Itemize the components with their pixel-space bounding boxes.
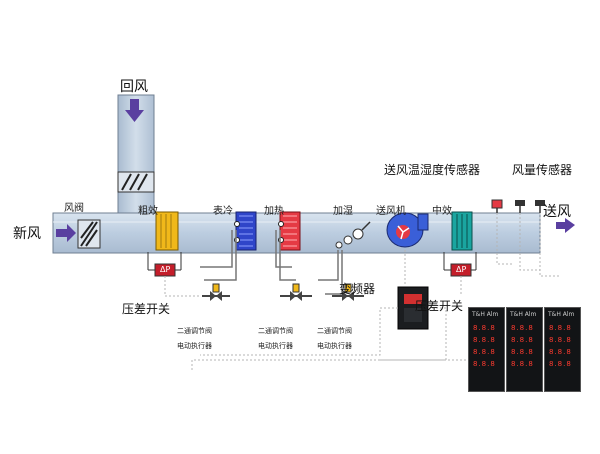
section-label-cooling: 表冷 [213, 206, 233, 217]
controller-readout: 8.8.8 [511, 324, 534, 332]
controller-header: T&H Alm [548, 311, 575, 318]
valve-1-icon [202, 283, 230, 301]
coarse-filter-icon [155, 211, 179, 251]
section-label-coarse-filter: 粗效 [138, 206, 158, 217]
section-label-medium-filter: 中效 [432, 206, 452, 217]
fresh-damper-icon [77, 219, 101, 249]
vfd-label: 变频器 [339, 282, 376, 296]
section-label-supply-fan: 送风机 [376, 206, 406, 217]
temp-humidity-sensor-label: 送风温湿度传感器 [384, 163, 481, 177]
controller-readout: 8.8.8 [473, 348, 496, 356]
cooling-coil-icon [234, 211, 257, 251]
airflow-sensor-label: 风量传感器 [512, 163, 573, 177]
valve-caption-3: 二通调节阀 电动执行器 [317, 326, 352, 351]
signal-wiring [164, 213, 560, 372]
controller-readout: 8.8.8 [473, 324, 496, 332]
pressure-switch-label-2: 压差开关 [415, 299, 464, 313]
hot-water-pipe [275, 230, 296, 281]
valve-caption-2: 二通调节阀 电动执行器 [258, 326, 293, 351]
return-air-label: 回风 [120, 79, 148, 95]
valve-caption-line1: 二通调节阀 [177, 327, 212, 335]
controller-readout: 8.8.8 [473, 360, 496, 368]
valve-caption-1: 二通调节阀 电动执行器 [177, 326, 212, 351]
valve-caption-line1: 二通调节阀 [258, 327, 293, 335]
controller-readout: 8.8.8 [511, 348, 534, 356]
controller-header: T&H Alm [510, 311, 537, 318]
airflow-sensor-icon [515, 200, 545, 213]
controller-header: T&H Alm [472, 311, 499, 318]
controller-readout: 8.8.8 [549, 360, 572, 368]
chilled-water-pipe [200, 230, 237, 281]
valve-caption-line1: 二通调节阀 [317, 327, 352, 335]
pressure-gauge-1-icon [147, 252, 182, 277]
valve-caption-line2: 电动执行器 [258, 342, 293, 350]
humidifier-icon [335, 221, 371, 249]
fresh-air-arrow [56, 224, 76, 242]
supply-air-label: 送风 [543, 204, 571, 220]
valve-caption-line2: 电动执行器 [177, 342, 212, 350]
controller-panel-2: T&H Alm 8.8.8 8.8.8 8.8.8 8.8.8 [506, 307, 543, 392]
section-label-humidifier: 加湿 [333, 206, 353, 217]
valve-caption-line2: 电动执行器 [317, 342, 352, 350]
controller-readout: 8.8.8 [473, 336, 496, 344]
controller-panel-1: T&H Alm 8.8.8 8.8.8 8.8.8 8.8.8 [468, 307, 505, 392]
supply-air-arrow [556, 218, 575, 233]
dp-gauge-label-2: ΔP [456, 265, 467, 274]
return-damper-icon [117, 171, 155, 193]
supply-fan-icon [386, 212, 429, 248]
section-label-damper: 风阀 [64, 203, 84, 214]
controller-readout: 8.8.8 [549, 348, 572, 356]
dp-gauge-label-1: ΔP [160, 265, 171, 274]
controller-readout: 8.8.8 [511, 360, 534, 368]
valve-2-icon [280, 283, 312, 301]
temp-humidity-sensor-icon [491, 199, 503, 213]
controller-readout: 8.8.8 [549, 336, 572, 344]
controller-readout: 8.8.8 [511, 336, 534, 344]
pressure-gauge-2-icon [443, 252, 477, 277]
medium-filter-icon [451, 211, 473, 251]
valve-3-icon [332, 283, 364, 301]
section-label-heating: 加热 [264, 206, 284, 217]
fresh-air-label: 新风 [13, 226, 41, 242]
heating-coil-icon [278, 211, 301, 251]
controller-panel-3: T&H Alm 8.8.8 8.8.8 8.8.8 8.8.8 [544, 307, 581, 392]
controller-readout: 8.8.8 [549, 324, 572, 332]
pressure-switch-label-1: 压差开关 [122, 302, 171, 316]
return-air-arrow [125, 99, 144, 122]
